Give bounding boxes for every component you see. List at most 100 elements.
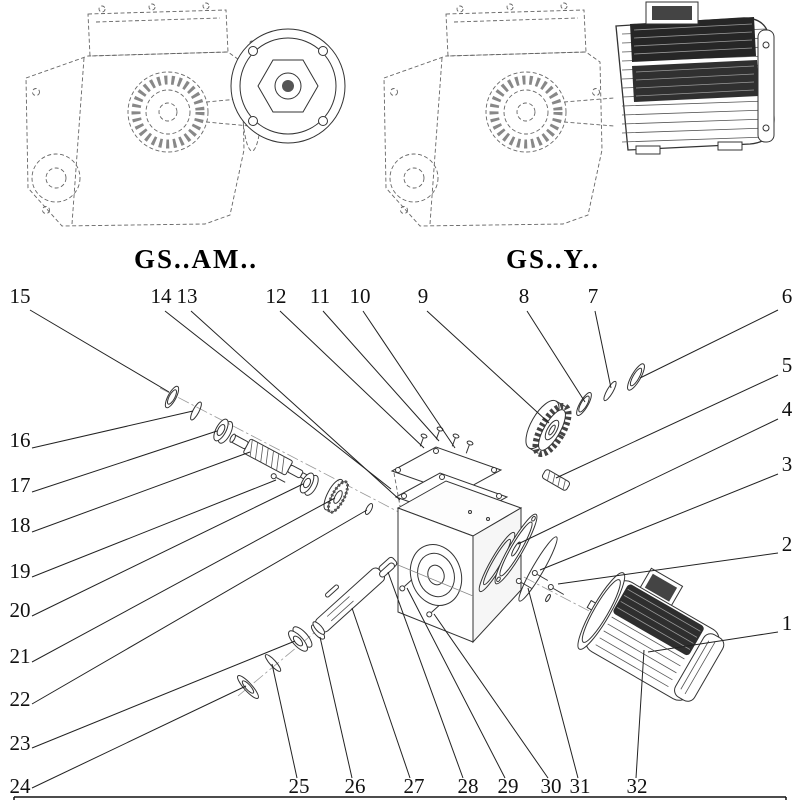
variant-label-gsy: GS..Y.. <box>506 244 600 274</box>
callout-number-27: 27 <box>404 774 425 798</box>
callout-number-7: 7 <box>588 284 599 308</box>
variant-label-gsam: GS..AM.. <box>134 244 258 274</box>
callout-line-29 <box>406 587 506 779</box>
callout-number-9: 9 <box>418 284 429 308</box>
shaft-key <box>325 584 339 598</box>
worm-shaft <box>229 433 312 482</box>
parallel-key <box>379 562 395 578</box>
callout-line-2 <box>557 552 779 585</box>
callout-number-25: 25 <box>289 774 310 798</box>
worm-gear-wheel <box>323 478 350 514</box>
flange-bolts <box>515 570 565 603</box>
callout-number-12: 12 <box>266 284 287 308</box>
callout-line-22 <box>31 509 368 705</box>
callout-number-2: 2 <box>782 532 793 556</box>
callout-number-8: 8 <box>519 284 530 308</box>
exploded-view <box>159 363 725 702</box>
callout-number-20: 20 <box>10 598 31 622</box>
callout-line-31 <box>527 587 579 779</box>
spacer-ring <box>364 503 374 515</box>
callout-number-1: 1 <box>782 611 793 635</box>
bearing <box>288 626 313 652</box>
callout-line-18 <box>31 451 251 533</box>
callout-line-23 <box>31 640 296 749</box>
housing-outline <box>25 51 245 227</box>
retaining-ring <box>603 380 617 402</box>
callout-line-20 <box>31 483 304 617</box>
callout-number-3: 3 <box>782 452 793 476</box>
callout-line-27 <box>351 607 411 779</box>
callout-number-23: 23 <box>10 731 31 755</box>
callout-number-17: 17 <box>10 473 31 497</box>
motor <box>577 567 725 702</box>
callout-line-21 <box>31 497 336 663</box>
housing-outline <box>383 51 603 227</box>
input-gear-boss <box>127 71 209 153</box>
callout-number-26: 26 <box>345 774 366 798</box>
gasket <box>518 536 558 602</box>
input-gear-boss <box>485 71 567 153</box>
callout-number-18: 18 <box>10 513 31 537</box>
callout-line-14 <box>164 310 392 490</box>
motor-foot <box>717 141 743 151</box>
callout-line-24 <box>31 685 247 789</box>
callout-line-11 <box>322 310 440 442</box>
callout-number-22: 22 <box>10 687 31 711</box>
callout-number-30: 30 <box>541 774 562 798</box>
callout-number-29: 29 <box>498 774 519 798</box>
screw <box>399 579 413 592</box>
callout-line-3 <box>539 473 779 571</box>
callout-number-4: 4 <box>782 397 793 421</box>
motor-flange <box>577 572 626 650</box>
callout-number-6: 6 <box>782 284 793 308</box>
gearmotor-view <box>383 1 775 227</box>
callout-number-21: 21 <box>10 644 31 668</box>
callout-line-28 <box>387 571 464 779</box>
callout-line-10 <box>362 310 456 449</box>
motor-fan-cover <box>674 633 725 702</box>
callout-line-1 <box>647 631 779 653</box>
callout-line-32 <box>635 649 645 779</box>
callout-line-8 <box>526 310 586 403</box>
gearbox-flange-view <box>25 2 346 227</box>
callout-number-15: 15 <box>10 284 31 308</box>
callout-line-26 <box>319 636 353 779</box>
bearing <box>299 472 319 496</box>
callout-line-6 <box>639 309 779 379</box>
callout-number-32: 32 <box>627 774 648 798</box>
callout-line-30 <box>433 613 549 779</box>
seal-ring <box>627 363 645 391</box>
callout-line-15 <box>29 309 170 393</box>
bearing <box>213 418 234 444</box>
callout-number-16: 16 <box>10 428 31 452</box>
output-flange <box>230 28 346 144</box>
callout-line-5 <box>555 374 779 479</box>
callout-line-9 <box>426 310 550 424</box>
callout-line-7 <box>594 310 612 389</box>
motor-fan-cover <box>757 29 775 143</box>
screw <box>426 605 440 618</box>
motor-dark-fin-band <box>632 60 759 102</box>
callout-number-31: 31 <box>570 774 591 798</box>
callout-line-17 <box>31 430 218 493</box>
callout-line-25 <box>271 663 298 779</box>
snap-ring <box>264 654 282 672</box>
electric-motor <box>615 1 775 155</box>
callout-number-13: 13 <box>177 284 198 308</box>
washer <box>576 392 592 416</box>
callout-number-10: 10 <box>350 284 371 308</box>
callout-line-16 <box>31 410 194 449</box>
callout-line-12 <box>279 310 425 449</box>
callout-number-19: 19 <box>10 559 31 583</box>
helical-gear <box>525 399 572 458</box>
end-washer <box>237 675 259 699</box>
callout-number-14: 14 <box>151 284 173 308</box>
callout-number-5: 5 <box>782 353 793 377</box>
callout-number-28: 28 <box>458 774 479 798</box>
pinion-shaft <box>541 469 571 491</box>
callout-number-24: 24 <box>10 774 32 798</box>
oil-seal <box>164 385 180 409</box>
